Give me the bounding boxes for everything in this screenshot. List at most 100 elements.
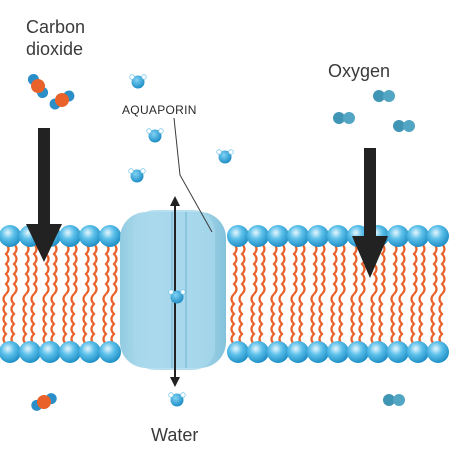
lipid-tail xyxy=(104,243,110,295)
lipid-tail xyxy=(64,243,70,295)
lipid-head xyxy=(387,225,409,247)
lipid-tail xyxy=(90,293,96,345)
lipid-tail xyxy=(30,293,36,345)
lipid-tail xyxy=(2,293,8,345)
lipid-tail xyxy=(438,293,444,345)
lipid-head xyxy=(327,341,349,363)
water-molecule-icon xyxy=(168,392,186,407)
lipid-head xyxy=(347,341,369,363)
lipid-tail xyxy=(230,293,236,345)
water-molecule-icon xyxy=(216,149,234,164)
lipid-head xyxy=(267,225,289,247)
oxygen-molecule-icon xyxy=(393,120,415,132)
lipid-tail xyxy=(62,293,68,345)
lipid-head xyxy=(99,341,121,363)
lipid-tail xyxy=(238,293,244,345)
lipid-tail xyxy=(298,293,304,345)
lipid-tail xyxy=(42,293,48,345)
lipid-heads xyxy=(0,225,449,363)
water-label: Water xyxy=(151,425,199,445)
lipid-tail xyxy=(82,293,88,345)
lipid-tail xyxy=(50,293,56,345)
lipid-tail xyxy=(430,293,436,345)
lipid-tail xyxy=(260,243,266,295)
carbon-dioxide-label: Carbon dioxide xyxy=(26,16,85,60)
lipid-head xyxy=(427,341,449,363)
lipid-tail xyxy=(270,293,276,345)
lipid-tail xyxy=(10,293,16,345)
lipid-tail xyxy=(418,293,424,345)
lipid-head xyxy=(307,225,329,247)
lipid-head xyxy=(19,341,41,363)
lipid-tail xyxy=(52,243,58,295)
lipid-tail xyxy=(330,293,336,345)
lipid-tail xyxy=(278,293,284,345)
lipid-head xyxy=(267,341,289,363)
lipid-tail xyxy=(390,293,396,345)
lipid-tail xyxy=(292,243,298,295)
down-arrow-icon xyxy=(352,148,388,278)
water-molecule-icon xyxy=(146,128,164,143)
lipid-head xyxy=(59,341,81,363)
aquaporin-channel xyxy=(120,210,226,370)
lipid-head xyxy=(79,341,101,363)
lipid-tail xyxy=(22,293,28,345)
lipid-tail xyxy=(400,243,406,295)
lipid-head xyxy=(407,225,429,247)
lipid-tail xyxy=(318,293,324,345)
lipid-tail xyxy=(4,243,10,295)
lipid-tail xyxy=(112,243,118,295)
carbon-dioxide-label-line2: dioxide xyxy=(26,39,84,59)
lipid-tail xyxy=(320,243,326,295)
oxygen-molecule-icon xyxy=(333,112,355,124)
water-molecule-icon xyxy=(168,289,186,304)
lipid-tail xyxy=(420,243,426,295)
co2-molecule-icon xyxy=(27,73,49,99)
lipid-tail xyxy=(358,293,364,345)
lipid-tail xyxy=(240,243,246,295)
lipid-tail xyxy=(370,293,376,345)
lipid-tail xyxy=(32,243,38,295)
lipid-head xyxy=(247,341,269,363)
lipid-tail xyxy=(12,243,18,295)
oxygen-label: Oxygen xyxy=(328,61,391,81)
carbon-dioxide-label-line1: Carbon xyxy=(26,17,86,37)
lipid-tail xyxy=(102,293,108,345)
lipid-head xyxy=(287,225,309,247)
water-molecule-icon xyxy=(168,289,186,304)
oxygen-molecule-icon xyxy=(373,90,395,102)
molecules xyxy=(27,73,415,411)
lipid-head xyxy=(387,341,409,363)
lipid-tail xyxy=(280,243,286,295)
lipid-tail xyxy=(398,293,404,345)
lipid-tail xyxy=(92,243,98,295)
lipid-tail xyxy=(352,243,358,295)
lipid-tail xyxy=(250,293,256,345)
lipid-tail xyxy=(392,243,398,295)
lipid-tail xyxy=(258,293,264,345)
lipid-tail xyxy=(340,243,346,295)
lipid-head xyxy=(99,225,121,247)
lipid-tail xyxy=(410,293,416,345)
lipid-head xyxy=(407,341,429,363)
lipid-tail xyxy=(72,243,78,295)
lipid-tail xyxy=(232,243,238,295)
co2-molecule-icon xyxy=(31,393,57,411)
lipid-tails xyxy=(2,243,446,345)
lipid-tail xyxy=(412,243,418,295)
oxygen-molecule-icon xyxy=(383,394,405,406)
lipid-head xyxy=(367,341,389,363)
lipid-head xyxy=(0,225,21,247)
lipid-tail xyxy=(110,293,116,345)
lipid-tail xyxy=(290,293,296,345)
lipid-head xyxy=(0,341,21,363)
lipid-tail xyxy=(432,243,438,295)
water-molecule-icon xyxy=(128,168,146,183)
lipid-tail xyxy=(440,243,446,295)
lipid-tail xyxy=(24,243,30,295)
lipid-tail xyxy=(332,243,338,295)
lipid-tail xyxy=(380,243,386,295)
co2-molecule-icon xyxy=(49,90,75,110)
